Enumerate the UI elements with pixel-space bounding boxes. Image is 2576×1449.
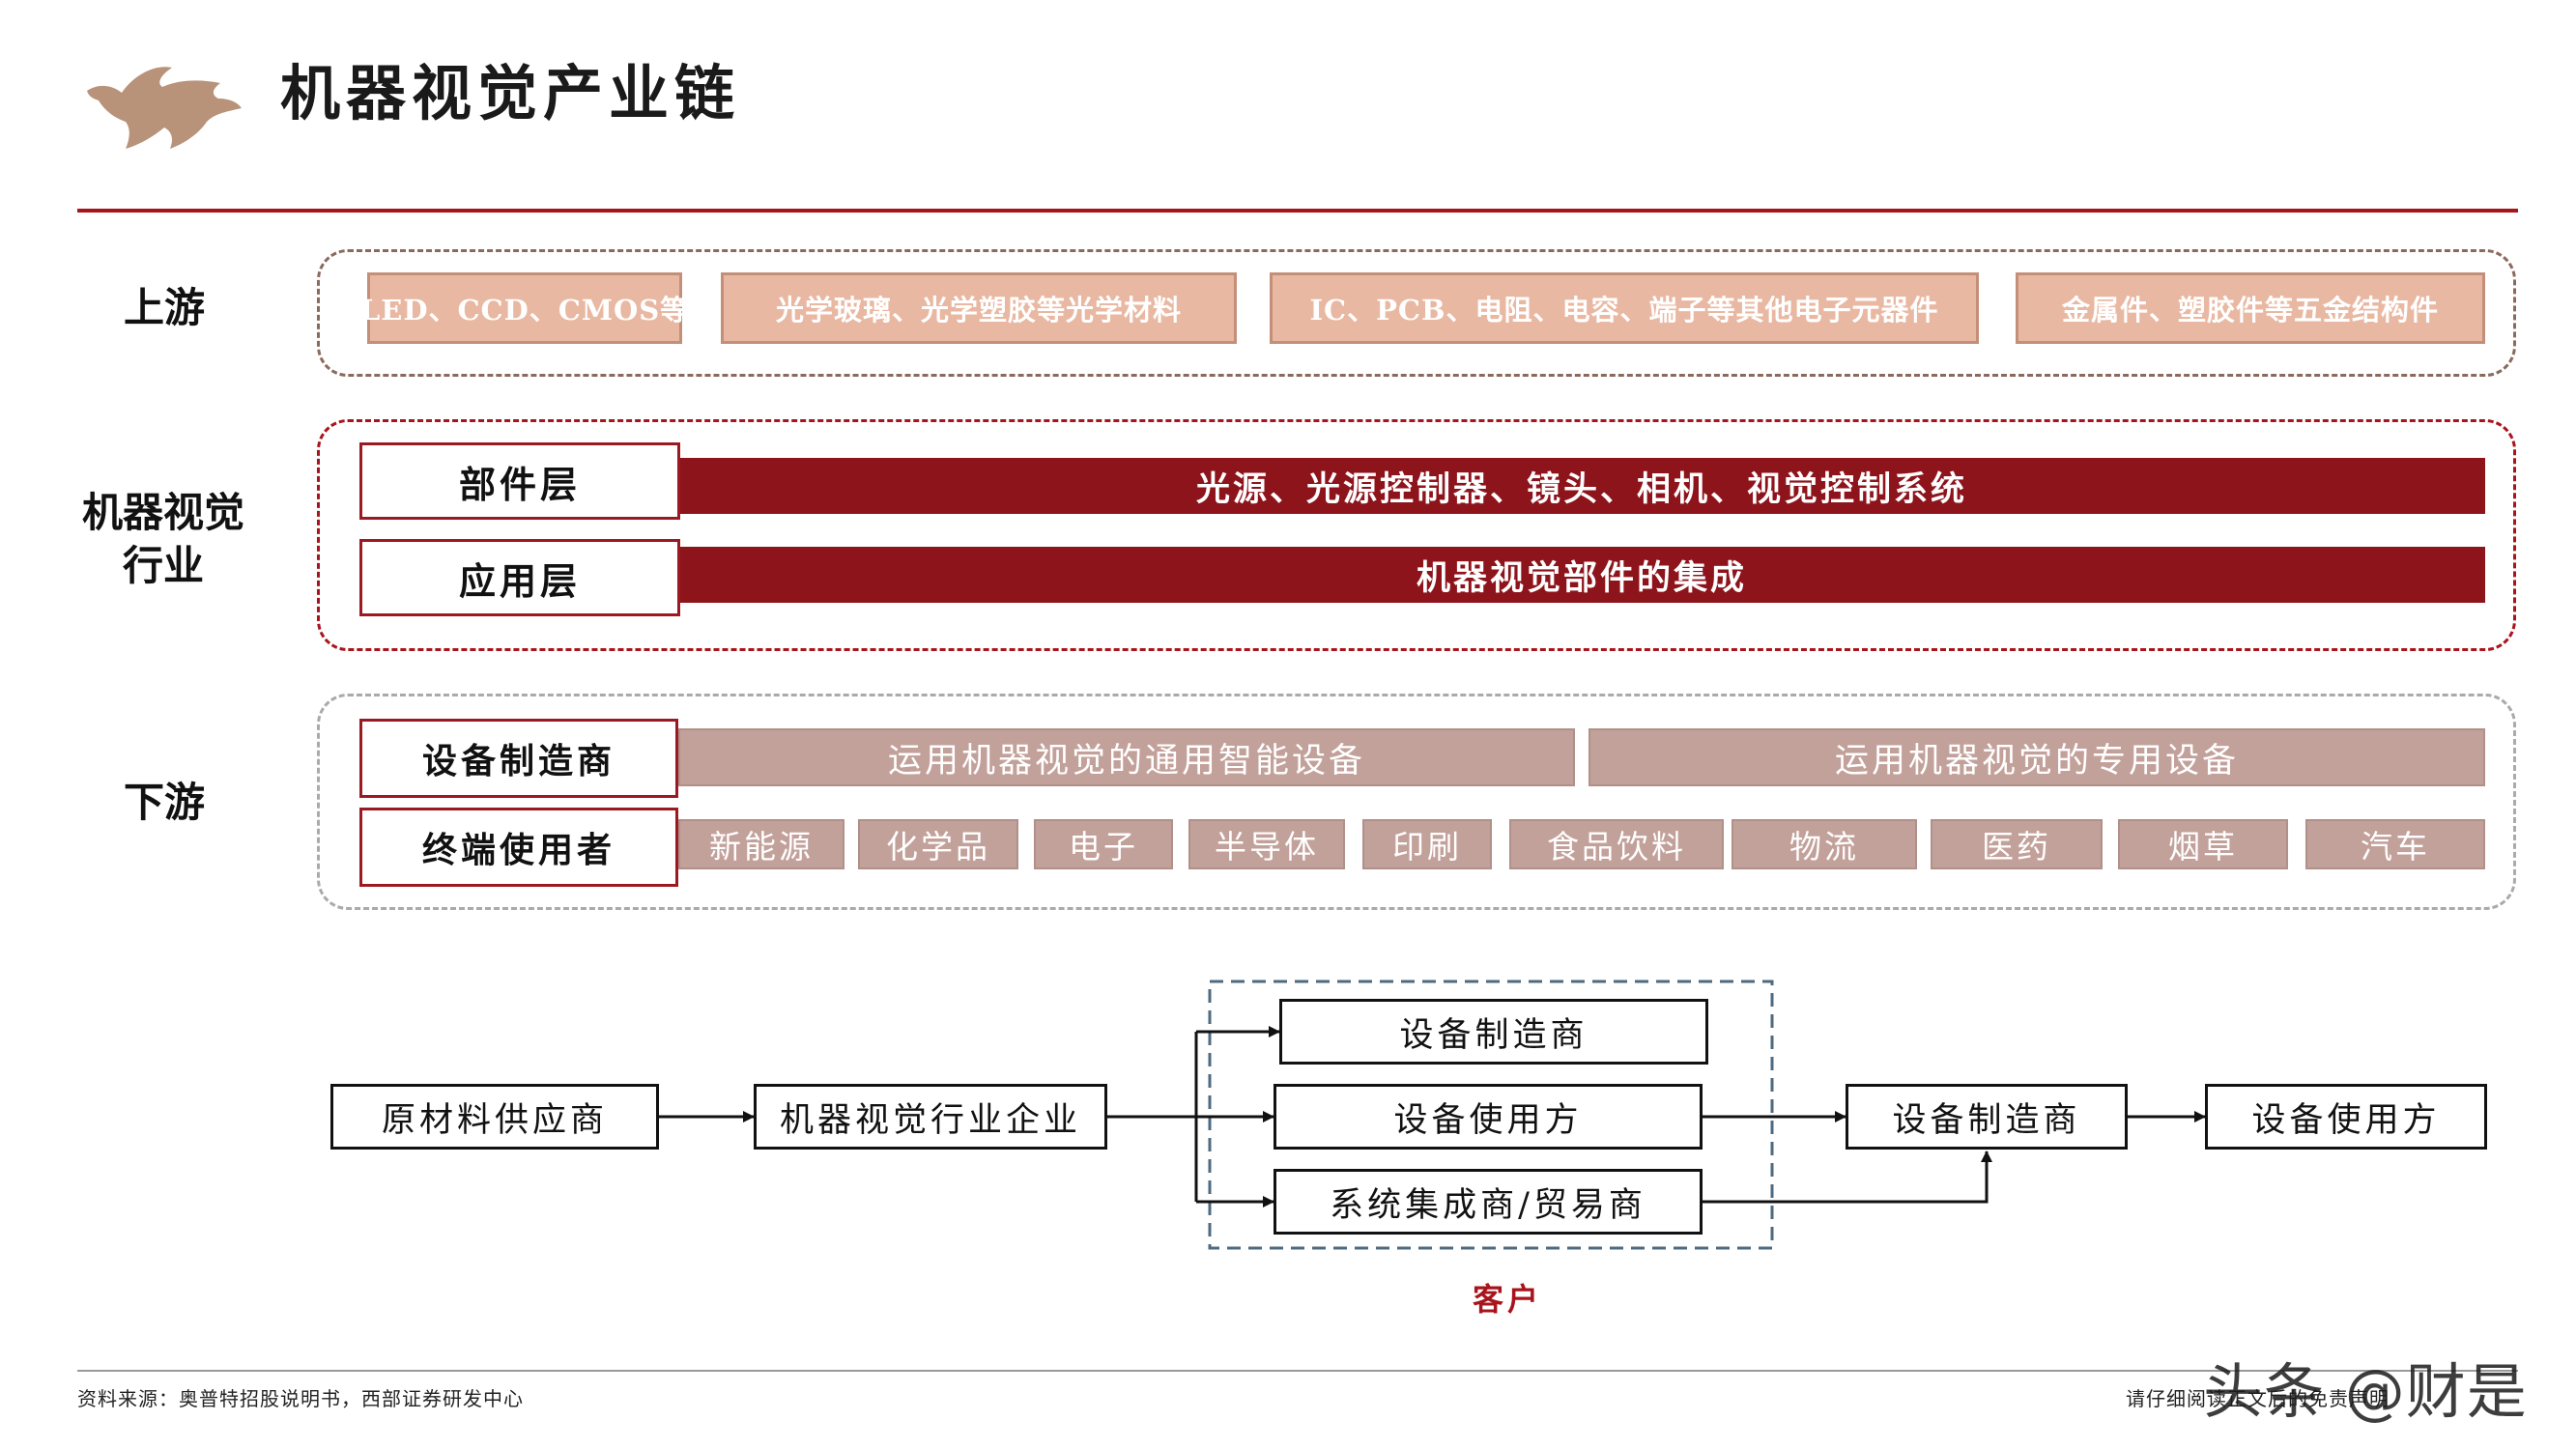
flow-final-user: 设备使用方 — [2205, 1084, 2487, 1150]
flow-industry-enterprise: 机器视觉行业企业 — [754, 1084, 1107, 1150]
upstream-item: 金属件、塑胶件等五金结构件 — [2016, 272, 2485, 344]
end-user-item: 食品饮料 — [1509, 819, 1724, 869]
arrow-integrator-to-manufacturer — [1703, 1151, 1992, 1204]
end-user-item: 医药 — [1931, 819, 2103, 869]
industry-label-line1: 机器视觉 — [81, 489, 244, 536]
manufacturer-label: 设备制造商 — [359, 719, 678, 798]
end-user-item: 新能源 — [678, 819, 844, 869]
end-user-item: 半导体 — [1188, 819, 1345, 869]
industry-label: 机器视觉 行业 — [62, 487, 265, 592]
component-layer-content: 光源、光源控制器、镜头、相机、视觉控制系统 — [678, 458, 2485, 514]
client-group-frame — [1208, 980, 1774, 1250]
end-user-label: 终端使用者 — [359, 808, 678, 887]
end-user-item: 电子 — [1034, 819, 1173, 869]
upstream-label: 上游 — [123, 284, 205, 331]
disclaimer-note: 请仔细阅读正文后的免责声明 — [2126, 1387, 2390, 1410]
application-layer-label: 应用层 — [359, 539, 680, 616]
flow-client-integrator: 系统集成商/贸易商 — [1274, 1169, 1703, 1235]
end-user-item: 汽车 — [2305, 819, 2485, 869]
upstream-item: 光学玻璃、光学塑胶等光学材料 — [721, 272, 1237, 344]
flow-next-manufacturer: 设备制造商 — [1846, 1084, 2128, 1150]
flow-client-manufacturer: 设备制造商 — [1279, 999, 1708, 1065]
bull-logo-icon — [87, 67, 242, 149]
downstream-label: 下游 — [123, 779, 205, 826]
upstream-panel — [317, 249, 2516, 377]
general-equipment-bar: 运用机器视觉的通用智能设备 — [678, 728, 1575, 786]
industry-panel — [317, 419, 2516, 651]
end-user-item: 烟草 — [2118, 819, 2288, 869]
upstream-item: LED、CCD、CMOS等 — [360, 272, 688, 344]
page-title: 机器视觉产业链 — [280, 58, 741, 128]
application-layer-content: 机器视觉部件的集成 — [678, 547, 2485, 603]
flow-raw-supplier: 原材料供应商 — [330, 1084, 659, 1150]
title-divider — [77, 209, 2518, 213]
upstream-item: IC、PCB、电阻、电容、端子等其他电子元器件 — [1270, 272, 1979, 344]
end-user-item: 印刷 — [1362, 819, 1492, 869]
industry-label-line2: 行业 — [122, 541, 204, 589]
downstream-panel — [317, 694, 2516, 910]
watermark: 头条 @财是 — [2203, 1356, 2528, 1427]
special-equipment-bar: 运用机器视觉的专用设备 — [1589, 728, 2485, 786]
end-user-item: 化学品 — [858, 819, 1018, 869]
end-user-item: 物流 — [1732, 819, 1917, 869]
source-note: 资料来源：奥普特招股说明书，西部证券研发中心 — [77, 1387, 524, 1410]
footer-divider — [77, 1370, 2518, 1372]
client-label: 客户 — [1472, 1281, 1542, 1318]
flow-client-user: 设备使用方 — [1274, 1084, 1703, 1150]
component-layer-label: 部件层 — [359, 442, 680, 520]
